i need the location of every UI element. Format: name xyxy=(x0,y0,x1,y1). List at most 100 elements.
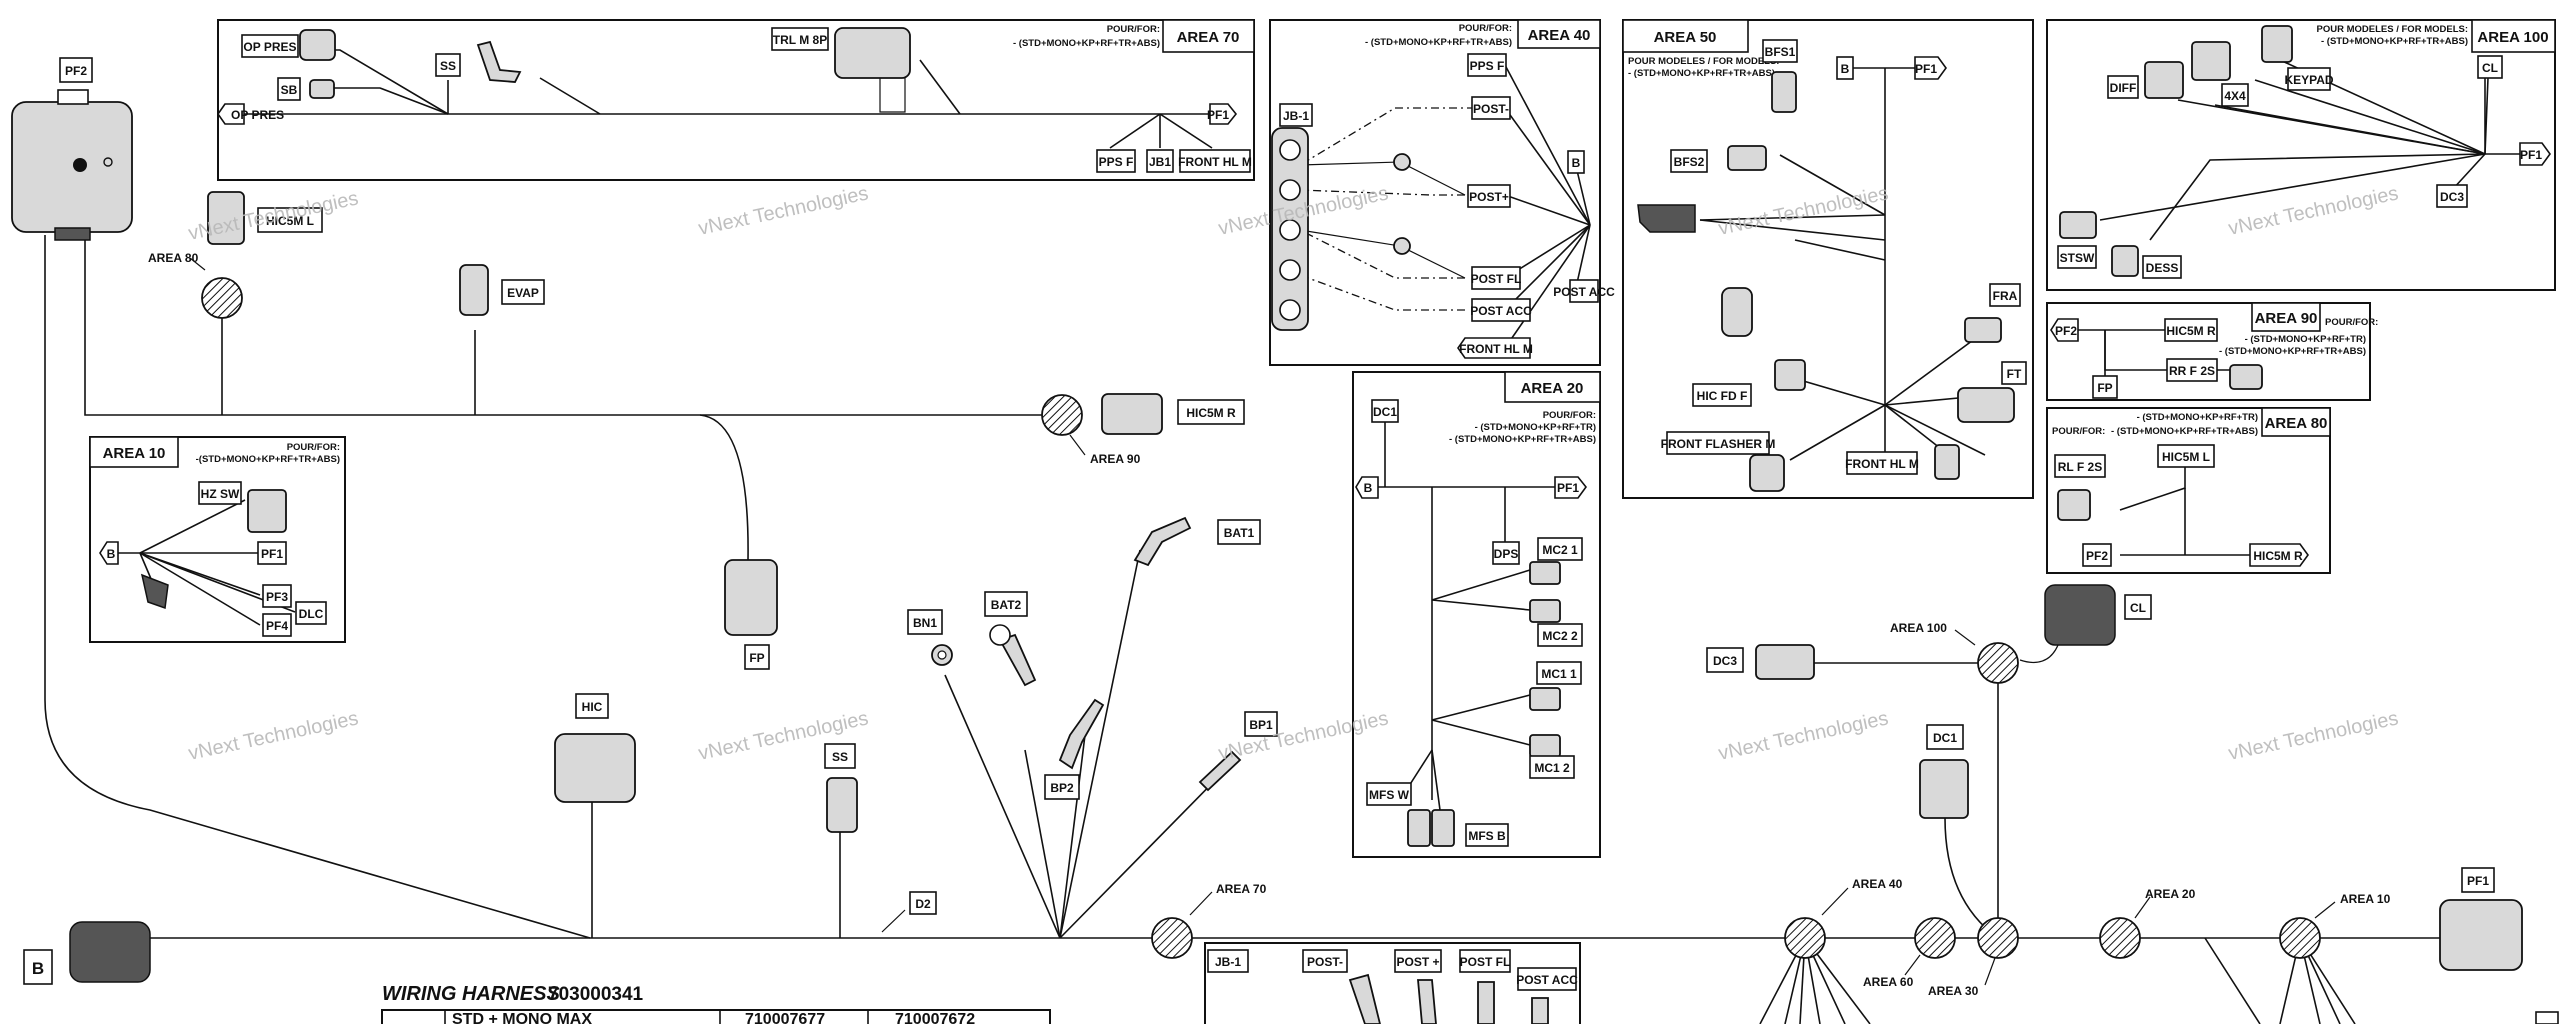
hz-sw-label: HZ SW xyxy=(201,487,240,501)
area-90-pf2-label: PF2 xyxy=(2055,324,2077,338)
area-70-panel: AREA 70 POUR/FOR: - (STD+MONO+KP+RF+TR+A… xyxy=(217,19,1255,181)
4x4-connector xyxy=(2191,41,2231,81)
area-10-b-label: B xyxy=(107,547,116,561)
area-20-ref-label: AREA 20 xyxy=(2145,887,2196,901)
harness-part-number: 703000341 xyxy=(548,984,644,1005)
pf1-connector xyxy=(2439,899,2523,971)
hic-label: HIC xyxy=(582,700,603,714)
ss-top-label: SS xyxy=(440,59,456,73)
area-80-title: AREA 80 xyxy=(2265,415,2328,432)
area-80-pour-3: - (STD+MONO+KP+RF+TR+ABS) xyxy=(2111,426,2258,437)
area-40-b-label: B xyxy=(1572,156,1581,170)
ft-connector xyxy=(1957,387,2015,423)
area-70-b-label: OP PRES xyxy=(231,108,284,122)
bfs1-connector xyxy=(1771,71,1797,113)
evap-label: EVAP xyxy=(507,286,539,300)
bn1-group: BN1 xyxy=(907,609,953,666)
hic5m-r-label: HIC5M R xyxy=(1186,406,1236,420)
area-40-pps-f-label: PPS F xyxy=(1470,59,1505,73)
pf2-latch xyxy=(54,227,91,241)
area-40-pf1-label: POST ACC xyxy=(1553,285,1615,299)
dc3-connector xyxy=(1755,644,1815,680)
b-connector-group: B xyxy=(23,921,151,985)
area-50-b-label: B xyxy=(1841,62,1850,76)
post-terminal-icon xyxy=(1477,981,1495,1024)
dess-label: DESS xyxy=(2146,261,2179,275)
area-20-dc1-label: DC1 xyxy=(1373,405,1397,419)
jb1-bottom-panel: JB-1 POST- POST + POST FL POST ACC xyxy=(1204,942,1581,1024)
mfs-b-label: MFS B xyxy=(1468,829,1506,843)
fp-label: FP xyxy=(749,651,764,665)
stsw-connector xyxy=(2059,211,2097,239)
pf1-group: PF1 xyxy=(2439,867,2559,1024)
watermark: vNext Technologies xyxy=(186,707,360,765)
hic5m-r-group: HIC5M R AREA 90 xyxy=(1041,393,1245,466)
area-40-post-acc-label: POST ACC xyxy=(1470,304,1532,318)
mc1-2-label: MC1 2 xyxy=(1534,761,1570,775)
dc1-connector xyxy=(1919,759,1969,819)
area-10-ref-label: AREA 10 xyxy=(2340,892,2391,906)
table-col-3: 710007672 xyxy=(895,1011,975,1024)
front-flasher-connector xyxy=(1749,454,1785,492)
area-90-pour-1: POUR/FOR: xyxy=(2325,317,2378,328)
front-flasher-m-label: FRONT FLASHER M xyxy=(1661,437,1776,451)
area-100-cl-label: CL xyxy=(2482,61,2498,75)
area-80-hic5m-l-label: HIC5M L xyxy=(2162,450,2210,464)
pf1-label: PF1 xyxy=(2467,874,2489,888)
area-100-panel: AREA 100 POUR MODELES / FOR MODELS: - (S… xyxy=(2046,19,2556,291)
area-20-title: AREA 20 xyxy=(1521,380,1584,397)
mfs-b-connector xyxy=(1431,809,1455,847)
diff-connector xyxy=(2144,61,2184,99)
area-70-ref-label: AREA 70 xyxy=(1216,882,1267,896)
area-100-pour-1: POUR MODELES / FOR MODELS: xyxy=(2317,24,2468,35)
area-40-post-fl-label: POST FL xyxy=(1471,272,1522,286)
watermark: vNext Technologies xyxy=(696,182,870,240)
mc1-1-label: MC1 1 xyxy=(1541,667,1577,681)
bat2-group: BAT2 xyxy=(984,591,1037,687)
dess-connector xyxy=(2111,245,2139,277)
bat1-group: BAT1 xyxy=(1133,516,1261,567)
fra-connector xyxy=(1964,317,2002,343)
evap-group: EVAP xyxy=(459,264,545,316)
area-20-pour-3: - (STD+MONO+KP+RF+TR+ABS) xyxy=(1449,434,1596,445)
mc2-1-label: MC2 1 xyxy=(1542,543,1578,557)
hz-sw-connector xyxy=(247,489,287,533)
dps-label: DPS xyxy=(1494,547,1519,561)
area-80-hic5m-r-label: HIC5M R xyxy=(2253,549,2303,563)
trl-m-8p-connector xyxy=(834,27,911,79)
rl-f-2s-connector xyxy=(2057,489,2091,521)
op-pres-connector xyxy=(299,29,336,61)
jb1-bottom-label: JB-1 xyxy=(1215,955,1241,969)
harness-title: WIRING HARNESS xyxy=(382,983,560,1005)
area-90-ref-label: AREA 90 xyxy=(1090,452,1141,466)
area-90-pour-3: - (STD+MONO+KP+RF+TR+ABS) xyxy=(2219,346,2366,357)
stsw-label: STSW xyxy=(2060,251,2095,265)
d2-label: D2 xyxy=(915,897,931,911)
area-10-panel: AREA 10 POUR/FOR: -(STD+MONO+KP+RF+TR+AB… xyxy=(89,436,346,643)
bp1-group: BP1 xyxy=(1198,711,1278,792)
area-100-pf1-label: PF1 xyxy=(2520,148,2542,162)
area-40-post-minus-label: POST- xyxy=(1473,102,1509,116)
area-40-pour-2: - (STD+MONO+KP+RF+TR+ABS) xyxy=(1365,37,1512,48)
rr-f-2s-connector xyxy=(2229,364,2263,390)
area-20-pf1-label: PF1 xyxy=(1557,481,1579,495)
area-50-pf1-label: PF1 xyxy=(1915,62,1937,76)
area-20-pour-1: POUR/FOR: xyxy=(1543,410,1596,421)
hic5m-l-connector xyxy=(207,191,245,245)
pf2-connector-group: PF2 xyxy=(11,57,133,241)
cl-connector xyxy=(2044,584,2116,646)
area-20-pour-2: - (STD+MONO+KP+RF+TR) xyxy=(1475,422,1596,433)
area-30-ref-label: AREA 30 xyxy=(1928,984,1979,998)
main-harness-wires xyxy=(44,235,2445,1024)
hic-fd-f-label: HIC FD F xyxy=(1697,389,1748,403)
pf4-label: PF4 xyxy=(266,619,288,633)
bn1-label: BN1 xyxy=(913,616,937,630)
area-90-splice xyxy=(1041,394,1083,436)
area-40-panel: AREA 40 POUR/FOR: - (STD+MONO+KP+RF+TR+A… xyxy=(1269,19,1615,366)
watermark: vNext Technologies xyxy=(1716,707,1890,765)
4x4-label: 4X4 xyxy=(2224,89,2246,103)
area-50-front-hl-m-label: FRONT HL M xyxy=(1845,457,1919,471)
area-40-pour-1: POUR/FOR: xyxy=(1459,23,1512,34)
pps-f-label: PPS F xyxy=(1099,155,1134,169)
mfs-w-connector xyxy=(1407,809,1431,847)
